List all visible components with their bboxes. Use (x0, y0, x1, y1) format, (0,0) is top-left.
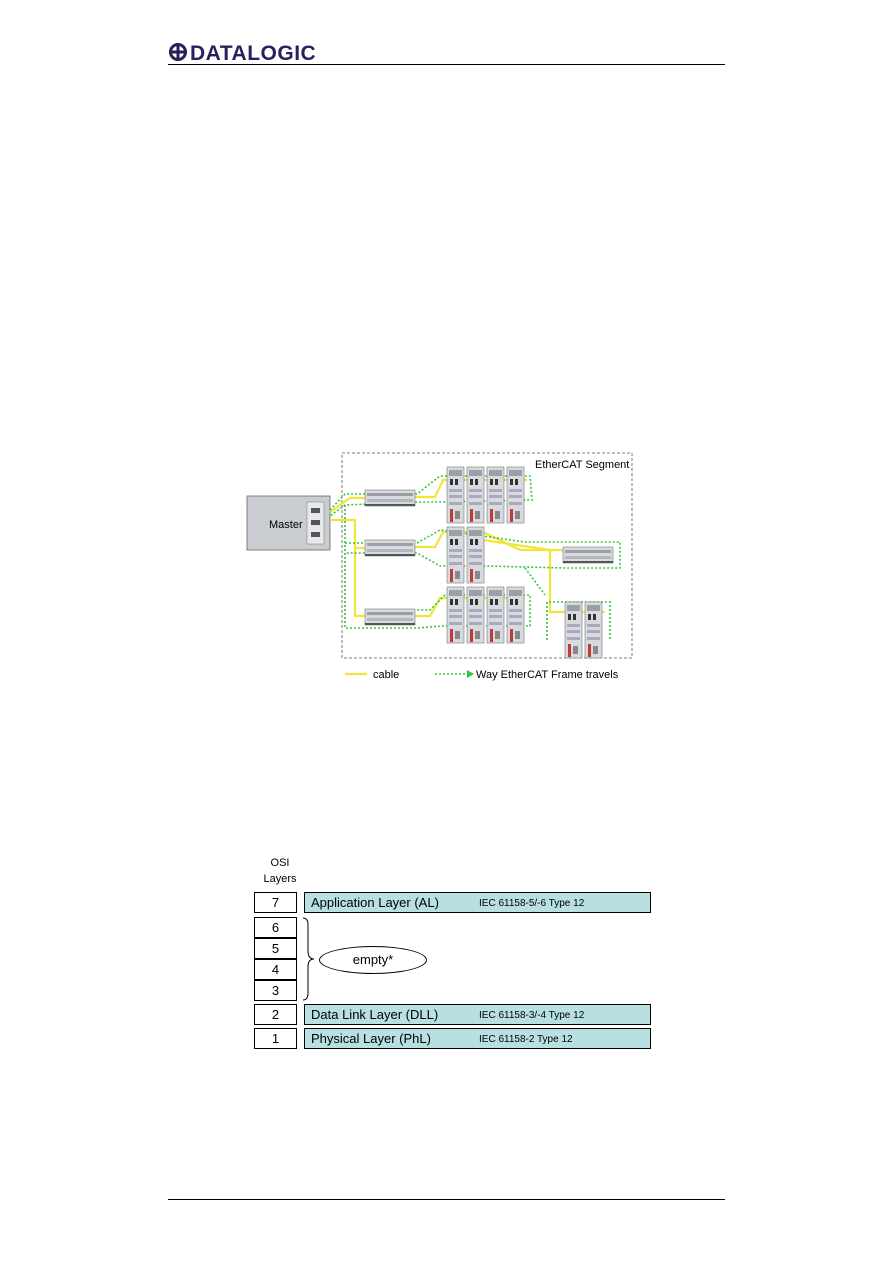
osi-layer-number: 5 (254, 938, 297, 959)
datalogic-logo-icon (169, 43, 187, 61)
drive-row3-b (466, 586, 485, 644)
io-module-4 (562, 546, 614, 564)
layer-standard: IEC 61158-3/-4 Type 12 (479, 1010, 585, 1021)
legend-cable-label: cable (373, 669, 399, 681)
osi-layer-number: 1 (254, 1028, 297, 1049)
drive-row3-c (486, 586, 505, 644)
empty-layers-oval: empty* (319, 946, 427, 974)
layer-standard: IEC 61158-2 Type 12 (479, 1034, 573, 1045)
drive-row3-d (506, 586, 525, 644)
drive-row1-c (486, 466, 505, 524)
drive-row4-a (564, 601, 583, 659)
osi-heading-line2: Layers (263, 873, 297, 885)
osi-layer-number: 2 (254, 1004, 297, 1025)
footer-rule (168, 1199, 725, 1200)
drive-row4-b (584, 601, 603, 659)
ethercat-topology-diagram: EtherCAT Segment Master (246, 452, 633, 681)
layer-standard: IEC 61158-5/-6 Type 12 (479, 898, 585, 909)
curly-brace-icon (302, 917, 315, 1001)
drive-row3-a (446, 586, 465, 644)
drive-row1-b (466, 466, 485, 524)
osi-row-application-layer: Application Layer (AL) IEC 61158-5/-6 Ty… (304, 892, 651, 913)
osi-heading: OSI Layers (255, 855, 305, 887)
logo-text: DATALOGIC (190, 42, 316, 65)
legend-frame-label: Way EtherCAT Frame travels (476, 669, 619, 681)
ethercat-segment-label: EtherCAT Segment (535, 459, 629, 471)
legend: cable Way EtherCAT Frame travels (345, 669, 619, 681)
io-module-2 (364, 539, 416, 557)
layer-name: Physical Layer (PhL) (311, 1031, 431, 1046)
osi-row-data-link-layer: Data Link Layer (DLL) IEC 61158-3/-4 Typ… (304, 1004, 651, 1025)
layer-name: Application Layer (AL) (311, 895, 439, 910)
io-module-3 (364, 608, 416, 626)
layer-name: Data Link Layer (DLL) (311, 1007, 439, 1022)
drive-row2-b (466, 526, 485, 584)
drive-row1-a (446, 466, 465, 524)
legend-frame-arrow-icon (467, 670, 474, 678)
osi-layer-number: 4 (254, 959, 297, 980)
osi-layer-number: 3 (254, 980, 297, 1001)
ethercat-segment-boundary (341, 452, 633, 659)
osi-layer-number: 7 (254, 892, 297, 913)
osi-row-physical-layer: Physical Layer (PhL) IEC 61158-2 Type 12 (304, 1028, 651, 1049)
osi-layer-number: 6 (254, 917, 297, 938)
header-rule (168, 64, 725, 65)
drive-row1-d (506, 466, 525, 524)
io-module-1 (364, 489, 416, 507)
master-label: Master (269, 519, 303, 531)
osi-heading-line1: OSI (270, 857, 290, 869)
master-controller: Master (246, 495, 331, 551)
datalogic-logo: DATALOGIC (169, 42, 316, 65)
drive-row2-a (446, 526, 465, 584)
